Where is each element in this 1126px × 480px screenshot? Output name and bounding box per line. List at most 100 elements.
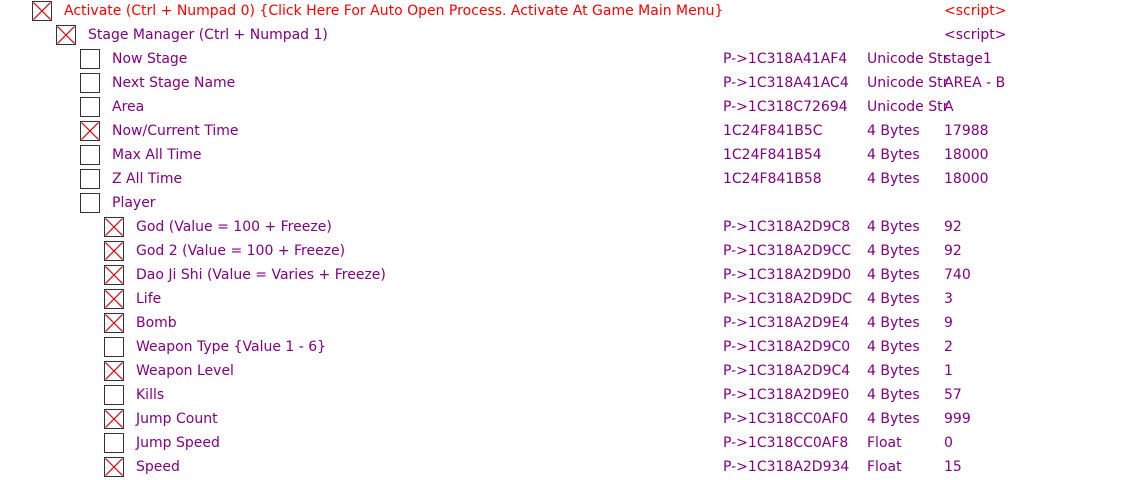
table-row[interactable]: Player: [0, 192, 1126, 216]
row-value: <script>: [944, 3, 1007, 19]
row-description: Area: [112, 99, 145, 115]
cross-mark-icon: [105, 242, 123, 260]
row-description: Kills: [136, 387, 165, 403]
active-checkbox[interactable]: [32, 1, 52, 21]
row-type: 4 Bytes: [867, 219, 920, 235]
inactive-checkbox[interactable]: [80, 97, 100, 117]
row-address: P->1C318A2D934: [723, 459, 850, 475]
row-address: 1C24F841B58: [723, 171, 822, 187]
table-row[interactable]: Activate (Ctrl + Numpad 0) {Click Here F…: [0, 0, 1126, 24]
row-description: Jump Speed: [136, 435, 220, 451]
row-type: 4 Bytes: [867, 123, 920, 139]
inactive-checkbox[interactable]: [80, 193, 100, 213]
row-address: P->1C318C72694: [723, 99, 848, 115]
cross-mark-icon: [105, 362, 123, 380]
row-type: 4 Bytes: [867, 267, 920, 283]
row-description: Activate (Ctrl + Numpad 0) {Click Here F…: [64, 3, 724, 19]
row-description: God 2 (Value = 100 + Freeze): [136, 243, 346, 259]
row-value: stage1: [944, 51, 992, 67]
row-address: P->1C318CC0AF0: [723, 411, 849, 427]
row-description: Weapon Type {Value 1 - 6}: [136, 339, 327, 355]
row-address: P->1C318CC0AF8: [723, 435, 849, 451]
row-address: P->1C318A2D9C0: [723, 339, 851, 355]
table-row[interactable]: Dao Ji Shi (Value = Varies + Freeze)P->1…: [0, 264, 1126, 288]
active-checkbox[interactable]: [104, 217, 124, 237]
row-type: 4 Bytes: [867, 387, 920, 403]
row-value: 57: [944, 387, 962, 403]
table-row[interactable]: God 2 (Value = 100 + Freeze) P->1C318A2D9…: [0, 240, 1126, 264]
active-checkbox[interactable]: [104, 313, 124, 333]
row-value: A: [944, 99, 954, 115]
active-checkbox[interactable]: [104, 289, 124, 309]
row-type: Float: [867, 459, 902, 475]
active-checkbox[interactable]: [80, 121, 100, 141]
table-row[interactable]: God (Value = 100 + Freeze)P->1C318A2D9C8…: [0, 216, 1126, 240]
row-value: 9: [944, 315, 953, 331]
row-address: 1C24F841B5C: [723, 123, 823, 139]
row-type: Unicode Str: [867, 99, 949, 115]
cross-mark-icon: [105, 266, 123, 284]
row-type: Unicode Str: [867, 75, 949, 91]
active-checkbox[interactable]: [104, 361, 124, 381]
row-description: Z All Time: [112, 171, 183, 187]
active-checkbox[interactable]: [104, 409, 124, 429]
row-description: Speed: [136, 459, 180, 475]
active-checkbox[interactable]: [104, 457, 124, 477]
inactive-checkbox[interactable]: [104, 433, 124, 453]
row-value: 92: [944, 219, 962, 235]
row-description: Jump Count: [136, 411, 218, 427]
row-value: 999: [944, 411, 971, 427]
table-row[interactable]: Next Stage Name P->1C318A41AC4 Unicode Str…: [0, 72, 1126, 96]
cross-mark-icon: [33, 2, 51, 20]
row-description: Max All Time: [112, 147, 202, 163]
row-description: Next Stage Name: [112, 75, 236, 91]
row-description: Player: [112, 195, 156, 211]
table-row[interactable]: Speed P->1C318A2D934 Float 15: [0, 456, 1126, 480]
inactive-checkbox[interactable]: [80, 145, 100, 165]
row-address: P->1C318A41AC4: [723, 75, 849, 91]
row-type: 4 Bytes: [867, 171, 920, 187]
cross-mark-icon: [105, 458, 123, 476]
row-description: Bomb: [136, 315, 177, 331]
cross-mark-icon: [105, 290, 123, 308]
cross-mark-icon: [105, 314, 123, 332]
row-type: 4 Bytes: [867, 315, 920, 331]
table-row[interactable]: Stage Manager (Ctrl + Numpad 1)<script>: [0, 24, 1126, 48]
row-address: 1C24F841B54: [723, 147, 822, 163]
active-checkbox[interactable]: [104, 265, 124, 285]
active-checkbox[interactable]: [56, 25, 76, 45]
inactive-checkbox[interactable]: [80, 49, 100, 69]
inactive-checkbox[interactable]: [80, 169, 100, 189]
row-description: Dao Ji Shi (Value = Varies + Freeze): [136, 267, 386, 283]
row-type: Unicode Str: [867, 51, 949, 67]
row-value: 3: [944, 291, 953, 307]
inactive-checkbox[interactable]: [104, 337, 124, 357]
row-description: Now Stage: [112, 51, 188, 67]
row-address: P->1C318A2D9CC: [723, 243, 852, 259]
row-value: 740: [944, 267, 971, 283]
row-description: Stage Manager (Ctrl + Numpad 1): [88, 27, 328, 43]
row-value: AREA - B: [944, 75, 1006, 91]
row-address: P->1C318A41AF4: [723, 51, 848, 67]
row-type: 4 Bytes: [867, 147, 920, 163]
row-value: 17988: [944, 123, 989, 139]
row-value: 92: [944, 243, 962, 259]
row-value: 15: [944, 459, 962, 475]
active-checkbox[interactable]: [104, 241, 124, 261]
row-type: 4 Bytes: [867, 243, 920, 259]
inactive-checkbox[interactable]: [80, 73, 100, 93]
inactive-checkbox[interactable]: [104, 385, 124, 405]
cross-mark-icon: [105, 218, 123, 236]
